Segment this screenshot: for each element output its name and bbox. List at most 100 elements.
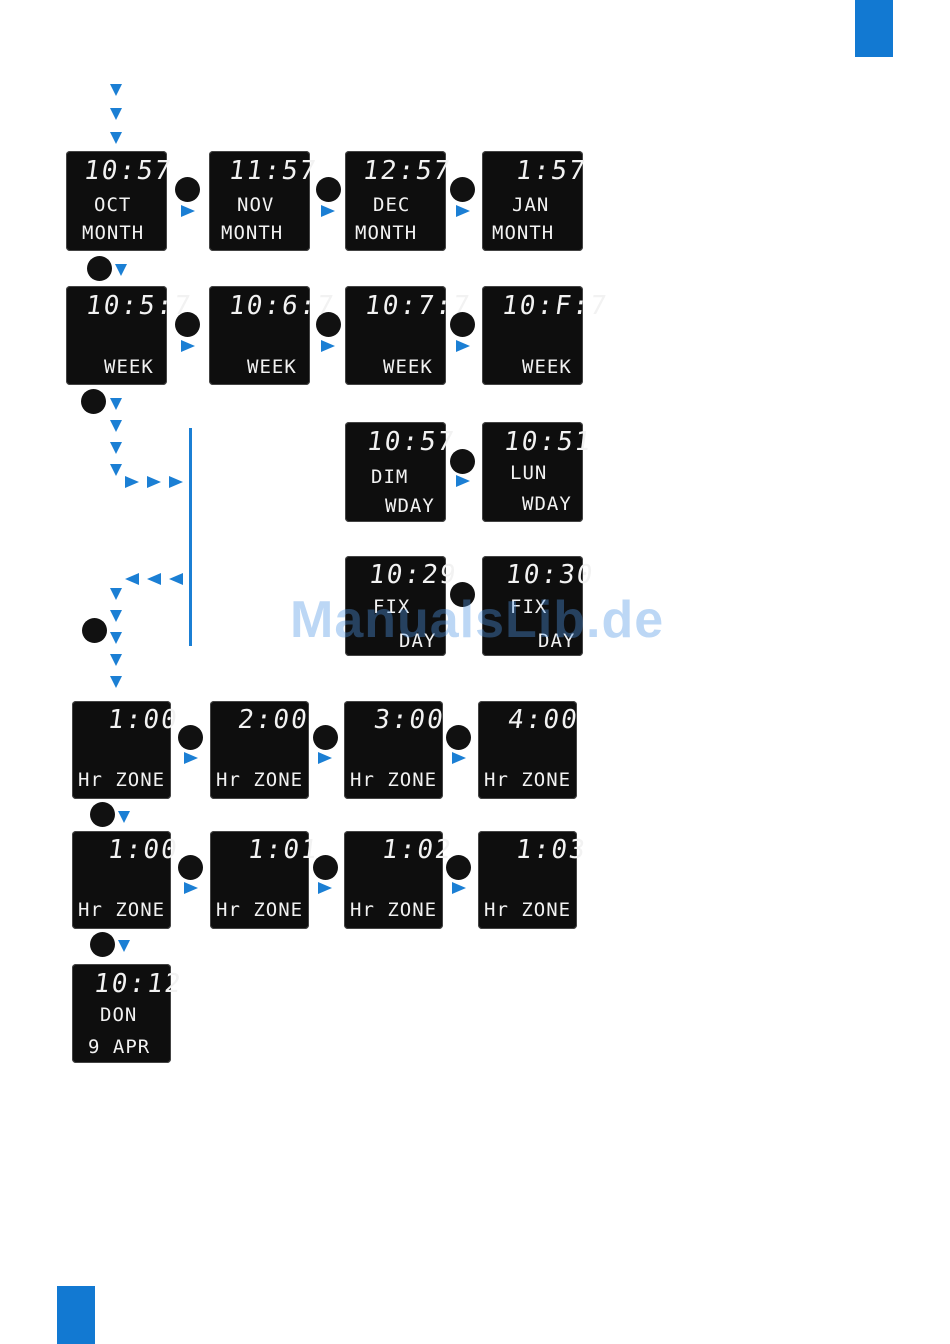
flow-arrow-down <box>110 108 122 120</box>
flow-arrow-right <box>456 205 470 217</box>
flow-arrow-right <box>169 476 183 488</box>
lcd-line-2: Hr ZONE <box>350 899 438 921</box>
lcd-screen-wday-dim: 10:57 DIM WDAY <box>345 422 457 522</box>
branch-line <box>189 428 192 646</box>
lcd-time: 1:57 <box>513 156 589 186</box>
flow-arrow-down <box>110 398 122 410</box>
lcd-screen-zone-min-2: 1:01 Hr ZONE <box>210 831 321 929</box>
lcd-line-1: FIX <box>510 596 548 618</box>
lcd-line-1: LUN <box>510 462 548 484</box>
lcd-line-1: DON <box>100 1004 138 1026</box>
lcd-line-2: Hr ZONE <box>484 899 572 921</box>
lcd-time: 10:57 <box>81 156 175 186</box>
lcd-screen-zone-2: 2:00 Hr ZONE <box>210 701 311 799</box>
flow-arrow-right <box>452 752 466 764</box>
lcd-line-2: 9 APR <box>88 1036 151 1058</box>
lcd-line-2: MONTH <box>221 222 284 244</box>
lcd-time: 1:02 <box>379 835 455 865</box>
flow-arrow-right <box>456 475 470 487</box>
lcd-line-2: Hr ZONE <box>78 769 166 791</box>
lcd-line-2: DAY <box>538 630 576 652</box>
flow-arrow-down <box>110 676 122 688</box>
corner-tab-bottom-left <box>57 1286 95 1344</box>
lcd-line-1: DEC <box>373 194 411 216</box>
lcd-screen-zone-3: 3:00 Hr ZONE <box>344 701 447 799</box>
lcd-line-1: FIX <box>373 596 411 618</box>
lcd-time: 10:51 <box>501 427 595 457</box>
flow-arrow-down <box>118 940 130 952</box>
lcd-line-2: WEEK <box>104 356 154 378</box>
button-icon <box>316 177 341 202</box>
flow-arrow-right <box>184 752 198 764</box>
flow-arrow-down <box>110 84 122 96</box>
lcd-screen-week-1: 10:5:7 WEEK <box>66 286 194 385</box>
lcd-line-2: MONTH <box>492 222 555 244</box>
flow-arrow-down <box>115 264 127 276</box>
flow-arrow-down <box>110 654 122 666</box>
button-icon <box>90 802 115 827</box>
lcd-screen-final: 10:12 DON 9 APR <box>72 964 184 1063</box>
lcd-time: 10:30 <box>503 560 597 590</box>
flow-arrow-left <box>169 573 183 585</box>
lcd-screen-fix-1: 10:29 FIX DAY <box>345 556 459 656</box>
flow-arrow-down <box>110 132 122 144</box>
lcd-line-2: Hr ZONE <box>216 769 304 791</box>
lcd-time: 12:57 <box>360 156 454 186</box>
lcd-screen-zone-4: 4:00 Hr ZONE <box>478 701 581 799</box>
flow-arrow-down <box>110 464 122 476</box>
lcd-time: 1:00 <box>105 705 181 735</box>
lcd-screen-month-dec: 12:57 DEC MONTH <box>345 151 453 251</box>
flow-arrow-left <box>125 573 139 585</box>
lcd-screen-zone-min-4: 1:03 Hr ZONE <box>478 831 589 929</box>
lcd-line-1: NOV <box>237 194 275 216</box>
lcd-line-1: OCT <box>94 194 132 216</box>
lcd-line-2: DAY <box>399 630 437 652</box>
flow-arrow-right <box>184 882 198 894</box>
button-icon <box>313 725 338 750</box>
flow-arrow-left <box>147 573 161 585</box>
lcd-line-2: WDAY <box>522 493 572 515</box>
flow-arrow-right <box>321 340 335 352</box>
lcd-line-1: DIM <box>371 466 409 488</box>
lcd-time: 10:F:7 <box>499 291 611 321</box>
flow-arrow-down <box>118 811 130 823</box>
flow-arrow-right <box>147 476 161 488</box>
flow-arrow-right <box>181 340 195 352</box>
button-icon <box>175 312 200 337</box>
lcd-time: 11:57 <box>226 156 320 186</box>
corner-tab-top-right <box>855 0 893 57</box>
lcd-line-2: Hr ZONE <box>216 899 304 921</box>
flow-arrow-right <box>125 476 139 488</box>
flow-arrow-right <box>318 752 332 764</box>
lcd-screen-fix-2: 10:30 FIX DAY <box>482 556 596 656</box>
button-icon <box>81 389 106 414</box>
button-icon <box>450 177 475 202</box>
button-icon <box>175 177 200 202</box>
watermark: ManualsLib.de <box>290 591 665 649</box>
lcd-time: 1:03 <box>513 835 589 865</box>
button-icon <box>446 855 471 880</box>
lcd-line-2: MONTH <box>82 222 145 244</box>
flow-arrow-right <box>452 882 466 894</box>
lcd-time: 1:01 <box>245 835 321 865</box>
lcd-line-1: JAN <box>512 194 550 216</box>
button-icon <box>82 618 107 643</box>
lcd-time: 10:12 <box>91 969 185 999</box>
lcd-screen-week-3: 10:7:7 WEEK <box>345 286 473 385</box>
lcd-line-2: WDAY <box>385 495 435 517</box>
lcd-time: 1:00 <box>105 835 181 865</box>
lcd-screen-zone-1: 1:00 Hr ZONE <box>72 701 181 799</box>
button-icon <box>446 725 471 750</box>
lcd-time: 10:29 <box>366 560 460 590</box>
lcd-screen-zone-min-3: 1:02 Hr ZONE <box>344 831 455 929</box>
flow-arrow-down <box>110 420 122 432</box>
button-icon <box>90 932 115 957</box>
button-icon <box>313 855 338 880</box>
lcd-line-2: Hr ZONE <box>350 769 438 791</box>
lcd-time: 10:57 <box>364 427 458 457</box>
lcd-time: 4:00 <box>505 705 581 735</box>
lcd-line-2: Hr ZONE <box>484 769 572 791</box>
flow-arrow-right <box>318 882 332 894</box>
flow-arrow-down <box>110 632 122 644</box>
lcd-time: 2:00 <box>235 705 311 735</box>
